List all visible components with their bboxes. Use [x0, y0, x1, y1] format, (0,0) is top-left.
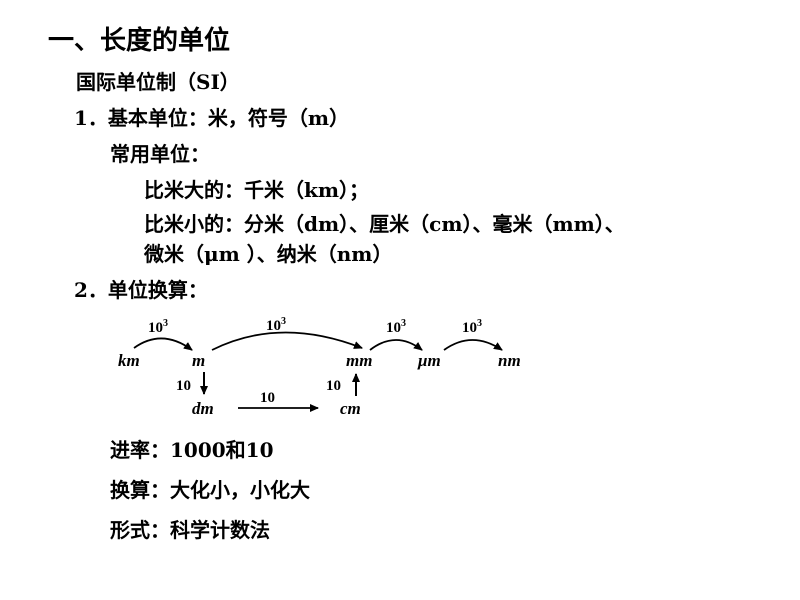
unit-cm: cm [340, 399, 361, 418]
arrow-mm-um [369, 339, 423, 351]
factor-m-mm: 103 [266, 316, 286, 334]
factor-um-nm: 103 [462, 318, 482, 336]
factor-m-dm: 10 [176, 378, 191, 394]
unit-m: m [192, 351, 205, 370]
smaller-units-text-2: 微米（μm ）、纳米（nm） [144, 242, 393, 266]
rate-text: 进率：1000和10 [110, 438, 274, 462]
si-heading: 国际单位制（SI） [76, 70, 240, 94]
factor-mm-um: 103 [386, 318, 406, 336]
conversion-item: 2．单位换算： [74, 278, 208, 302]
arrow-km-m [133, 337, 193, 351]
form-text: 形式：科学计数法 [110, 518, 270, 542]
unit-mm: mm [346, 351, 372, 370]
conversion-rule-text: 换算：大化小，小化大 [110, 478, 310, 502]
unit-km: km [118, 351, 140, 370]
larger-units-text: 比米大的：千米（km）； [144, 178, 370, 202]
arrow-m-mm [211, 331, 363, 351]
unit-conversion-diagram: km m mm μm nm 103 103 103 103 10 dm 10 c… [118, 316, 521, 418]
factor-cm-mm: 10 [326, 378, 341, 394]
basic-unit-item: 1．基本单位：米，符号（m） [74, 106, 350, 130]
unit-um: μm [417, 351, 441, 370]
factor-dm-cm: 10 [260, 390, 275, 406]
factor-km-m: 103 [148, 318, 168, 336]
unit-dm: dm [192, 399, 214, 418]
section-title: 一、长度的单位 [48, 26, 231, 56]
smaller-units-text-1: 比米小的：分米（dm）、厘米（cm）、毫米（mm）、 [144, 212, 625, 236]
common-units-label: 常用单位： [110, 142, 210, 166]
arrow-um-nm [443, 339, 503, 351]
unit-nm: nm [498, 351, 521, 370]
